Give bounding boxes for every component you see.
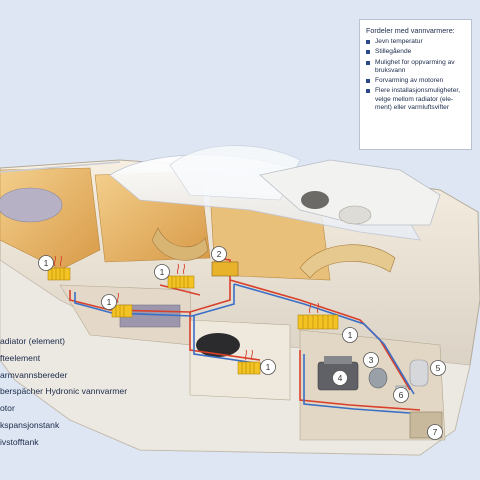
legend-item-fuel-tank: ivstofftank bbox=[0, 436, 39, 447]
water-heater-tank bbox=[409, 359, 429, 387]
fly-bridge bbox=[259, 159, 441, 226]
marker-1-bath: 1 bbox=[260, 359, 276, 375]
fly-bridge-seat bbox=[338, 205, 372, 225]
benefit-text: Mulighet for oppvarming av bruksvann bbox=[375, 58, 455, 74]
benefit-item: Stillegående bbox=[366, 48, 466, 56]
marker-label: 6 bbox=[399, 390, 404, 400]
marker-1-fore: 1 bbox=[38, 255, 54, 271]
info-box-title: Fordeler med vannvarmere: bbox=[366, 26, 455, 35]
marker-label: 1 bbox=[107, 297, 112, 307]
benefits-list: Jevn temperatur Stillegående Mulighet fo… bbox=[366, 38, 466, 112]
square-bullet-icon bbox=[366, 50, 370, 55]
helm-seat bbox=[301, 191, 329, 209]
radiator-2 bbox=[167, 275, 195, 289]
benefit-text: Stillegående bbox=[375, 48, 412, 56]
marker-5: 5 bbox=[430, 360, 446, 376]
cold-water-pipes bbox=[74, 283, 425, 415]
marker-1-lower: 1 bbox=[101, 294, 117, 310]
component-legend: adiator (element) fteelement armvannsber… bbox=[0, 336, 127, 454]
bathtub bbox=[196, 333, 240, 357]
benefit-item: Jevn temperatur bbox=[366, 38, 466, 46]
radiator-1 bbox=[47, 267, 71, 281]
radiator-4 bbox=[297, 314, 339, 330]
marker-label: 1 bbox=[44, 258, 49, 268]
expansion-tank bbox=[368, 367, 388, 389]
heat-waves bbox=[53, 255, 320, 361]
legend-item-engine: otor bbox=[0, 403, 15, 414]
marker-label: 1 bbox=[160, 267, 165, 277]
benefit-item: Flere installasjonsmuligheter, velge mel… bbox=[366, 87, 466, 112]
legend-item-hydronic-heater: berspächer Hydronic vannvarmer bbox=[0, 386, 128, 397]
bow-rail bbox=[0, 161, 121, 173]
salon-sofa bbox=[151, 227, 209, 261]
legend-item-radiator: adiator (element) bbox=[0, 336, 65, 346]
marker-2: 2 bbox=[211, 246, 227, 262]
square-bullet-icon bbox=[366, 89, 370, 94]
marker-3: 3 bbox=[363, 352, 379, 368]
radiator-3 bbox=[111, 304, 133, 318]
benefit-text: Forvarming av motoren bbox=[375, 77, 444, 85]
marker-label: 2 bbox=[217, 249, 222, 259]
marker-6: 6 bbox=[393, 387, 409, 403]
marker-label: 1 bbox=[266, 362, 271, 372]
radiator-5 bbox=[237, 361, 261, 375]
marker-label: 4 bbox=[338, 373, 343, 383]
benefit-item: Mulighet for oppvarming av bruksvann bbox=[366, 59, 466, 76]
marker-label: 5 bbox=[436, 363, 441, 373]
hot-water-pipes bbox=[69, 257, 421, 411]
legend-item-water-heater: armvannsbereder bbox=[0, 369, 68, 380]
benefit-text: Jevn temperatur bbox=[375, 38, 423, 45]
benefit-item: Forvarming av motoren bbox=[366, 77, 466, 85]
benefits-info-box: Fordeler med vannvarmere: Jevn temperatu… bbox=[359, 19, 472, 150]
square-bullet-icon bbox=[366, 79, 370, 84]
benefit-text: Flere installasjonsmuligheter, velge mel… bbox=[375, 87, 461, 112]
windshield bbox=[169, 145, 301, 201]
marker-4: 4 bbox=[332, 370, 348, 386]
legend-item-air-element: fteelement bbox=[0, 352, 41, 363]
square-bullet-icon bbox=[366, 40, 370, 44]
marker-7: 7 bbox=[427, 424, 443, 440]
marker-1-aft: 1 bbox=[342, 327, 358, 343]
marker-label: 7 bbox=[433, 427, 438, 437]
square-bullet-icon bbox=[366, 60, 370, 65]
marker-1-salon: 1 bbox=[154, 264, 170, 280]
fore-berth bbox=[0, 187, 63, 223]
hydronic-heater bbox=[211, 261, 239, 277]
marker-label: 3 bbox=[369, 355, 374, 365]
marker-label: 1 bbox=[348, 330, 353, 340]
legend-item-expansion-tank: kspansjonstank bbox=[0, 419, 60, 430]
